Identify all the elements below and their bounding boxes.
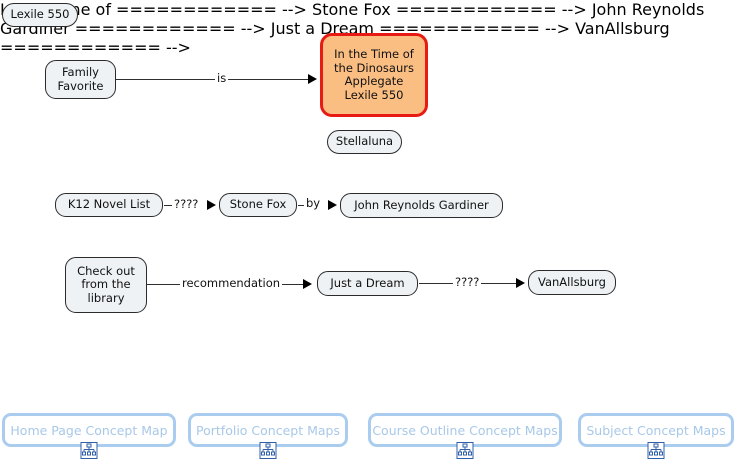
node-stone-fox[interactable]: Stone Fox: [219, 193, 297, 217]
edge-unknown-1-arrowhead: [207, 200, 216, 210]
node-family-favorite[interactable]: Family Favorite: [45, 60, 116, 99]
concept-map-canvas: Lexile 550 Family Favorite In the Time o…: [0, 0, 704, 313]
edge-is-label: is: [215, 71, 229, 85]
edge-unknown-1-line: [164, 205, 172, 206]
concept-map-icon: [456, 442, 474, 459]
nav-button-home-page-concept-map[interactable]: Home Page Concept Map: [2, 413, 176, 459]
nav-button-label: Course Outline Concept Maps: [372, 422, 558, 438]
node-van-allsburg[interactable]: VanAllsburg: [528, 270, 616, 295]
nav-button-label: Home Page Concept Map: [10, 422, 168, 438]
edge-is-arrowhead: [308, 74, 317, 84]
nav-button-label: Portfolio Concept Maps: [196, 422, 340, 438]
edge-recommendation-label: recommendation: [180, 276, 283, 290]
edge-by-line: [298, 205, 305, 206]
nav-button-subject-concept-maps[interactable]: Subject Concept Maps: [578, 413, 734, 459]
node-john-reynolds-gardiner[interactable]: John Reynolds Gardiner: [340, 193, 503, 218]
edge-recommendation-arrowhead: [303, 279, 312, 289]
node-stellaluna[interactable]: Stellaluna: [327, 130, 402, 154]
node-just-a-dream[interactable]: Just a Dream: [317, 271, 418, 296]
nav-button-portfolio-concept-maps[interactable]: Portfolio Concept Maps: [188, 413, 348, 459]
concept-map-navigation-bar: Home Page Concept Map Portfolio Concept …: [0, 405, 736, 461]
node-check-out-from-the-library[interactable]: Check out from the library: [65, 257, 147, 313]
edge-unknown-2-arrowhead: [516, 278, 525, 288]
node-k12-novel-list[interactable]: K12 Novel List: [55, 193, 163, 217]
concept-map-icon: [259, 442, 277, 459]
concept-map-icon: [647, 442, 665, 459]
edge-unknown-2-label: ????: [453, 275, 482, 289]
nav-button-course-outline-concept-maps[interactable]: Course Outline Concept Maps: [368, 413, 562, 459]
node-lexile-tag[interactable]: Lexile 550: [2, 3, 78, 27]
nav-button-label: Subject Concept Maps: [586, 422, 726, 438]
node-in-the-time-of-the-dinosaurs[interactable]: In the Time of the Dinosaurs Applegate L…: [320, 33, 428, 117]
edge-by-arrowhead: [328, 200, 337, 210]
edge-by-label: by: [304, 196, 323, 210]
concept-map-icon: [80, 442, 98, 459]
edge-unknown-1-label: ????: [172, 197, 201, 211]
edge-is-line: [116, 79, 311, 80]
